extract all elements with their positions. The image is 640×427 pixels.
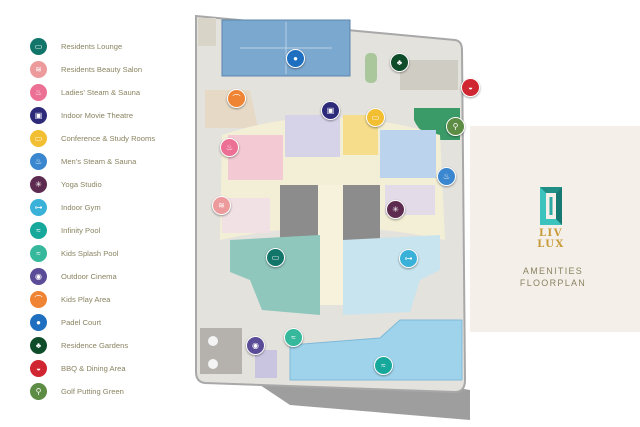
brand-line2: LUX: [537, 239, 565, 250]
legend-item: ≋ Residents Beauty Salon: [30, 60, 142, 78]
title-line2: FLOORPLAN: [519, 278, 587, 288]
gym-marker[interactable]: ⊶: [399, 249, 418, 268]
screen-icon: ▣: [30, 106, 47, 124]
projector-icon: ◉: [30, 267, 47, 285]
ladies-steam-marker[interactable]: ♨: [220, 138, 239, 157]
movie-theatre-marker[interactable]: ▣: [321, 101, 340, 120]
splash-icon: ≈: [30, 244, 47, 262]
legend-label: Residents Lounge: [61, 41, 123, 51]
legend-item: ♣ Residence Gardens: [30, 336, 128, 354]
yoga-marker[interactable]: ✳: [386, 200, 405, 219]
golf-icon: ⚲: [30, 382, 47, 400]
legend-item: ▭ Residents Lounge: [30, 37, 122, 55]
legend-label: Men's Steam & Sauna: [61, 156, 137, 166]
board-icon: ▭: [30, 129, 47, 147]
page-title: AMENITIES FLOORPLAN: [505, 265, 601, 289]
brand-panel: [470, 126, 640, 332]
infinity-pool-area: [289, 319, 463, 381]
legend-item: ✳ Yoga Studio: [30, 175, 102, 193]
beauty-salon-marker[interactable]: ≋: [212, 196, 231, 215]
splash-pool-marker[interactable]: ≈: [284, 328, 303, 347]
bench-icon: ♣: [30, 336, 47, 354]
legend-label: Residents Beauty Salon: [61, 64, 143, 74]
slide-icon: ⌒: [30, 290, 47, 308]
racket-icon: ●: [30, 313, 47, 331]
sauna-icon: ♨: [30, 152, 47, 170]
kids-play-marker[interactable]: ⌒: [227, 89, 246, 108]
title-line1: AMENITIES: [522, 266, 584, 276]
bbq-marker[interactable]: ◒: [461, 78, 480, 97]
legend-label: Yoga Studio: [61, 179, 102, 189]
legend-item: ⊶ Indoor Gym: [30, 198, 101, 216]
legend-label: BBQ & Dining Area: [61, 363, 126, 373]
legend-item: ⌒ Kids Play Area: [30, 290, 110, 308]
lounge-marker[interactable]: ▭: [266, 248, 285, 267]
infinity-pool-marker[interactable]: ≈: [374, 356, 393, 375]
legend-label: Indoor Movie Theatre: [61, 110, 134, 120]
pool-icon: ≈: [30, 221, 47, 239]
outdoor-cinema-marker[interactable]: ◉: [246, 336, 265, 355]
legend-label: Kids Splash Pool: [61, 248, 119, 258]
dumbbell-icon: ⊶: [30, 198, 47, 216]
legend-label: Residence Gardens: [61, 340, 129, 350]
legend-item: ▭ Conference & Study Rooms: [30, 129, 155, 147]
legend-item: ◉ Outdoor Cinema: [30, 267, 117, 285]
legend-item: ♨ Ladies' Steam & Sauna: [30, 83, 140, 101]
legend-item: ≈ Infinity Pool: [30, 221, 100, 239]
legend-item: ● Padel Court: [30, 313, 101, 331]
legend-label: Outdoor Cinema: [61, 271, 117, 281]
legend-label: Kids Play Area: [61, 294, 111, 304]
sauna-icon: ♨: [30, 83, 47, 101]
legend-label: Golf Putting Green: [61, 386, 124, 396]
movie-theatre-area: [285, 115, 340, 157]
legend-label: Infinity Pool: [61, 225, 101, 235]
hair-icon: ≋: [30, 60, 47, 78]
conference-marker[interactable]: ▭: [366, 108, 385, 127]
yoga-icon: ✳: [30, 175, 47, 193]
residence-gardens-marker[interactable]: ♣: [390, 53, 409, 72]
grill-icon: ◒: [30, 359, 47, 377]
legend-label: Padel Court: [61, 317, 102, 327]
legend-item: ▣ Indoor Movie Theatre: [30, 106, 133, 124]
mens-steam-area: [380, 130, 436, 178]
padel-court-marker[interactable]: ●: [286, 49, 305, 68]
legend-label: Conference & Study Rooms: [61, 133, 156, 143]
sofa-icon: ▭: [30, 37, 47, 55]
brand-line1: LIV: [539, 228, 563, 239]
legend-label: Ladies' Steam & Sauna: [61, 87, 141, 97]
legend-item: ◒ BBQ & Dining Area: [30, 359, 126, 377]
legend-item: ♨ Men's Steam & Sauna: [30, 152, 136, 170]
legend-item: ≈ Kids Splash Pool: [30, 244, 118, 262]
legend-label: Indoor Gym: [61, 202, 101, 212]
lounge-area: [230, 235, 320, 315]
livlux-logo-icon: [540, 187, 562, 225]
garden-area: [400, 60, 458, 90]
legend-item: ⚲ Golf Putting Green: [30, 382, 124, 400]
mens-steam-marker[interactable]: ♨: [437, 167, 456, 186]
golf-marker[interactable]: ⚲: [446, 117, 465, 136]
